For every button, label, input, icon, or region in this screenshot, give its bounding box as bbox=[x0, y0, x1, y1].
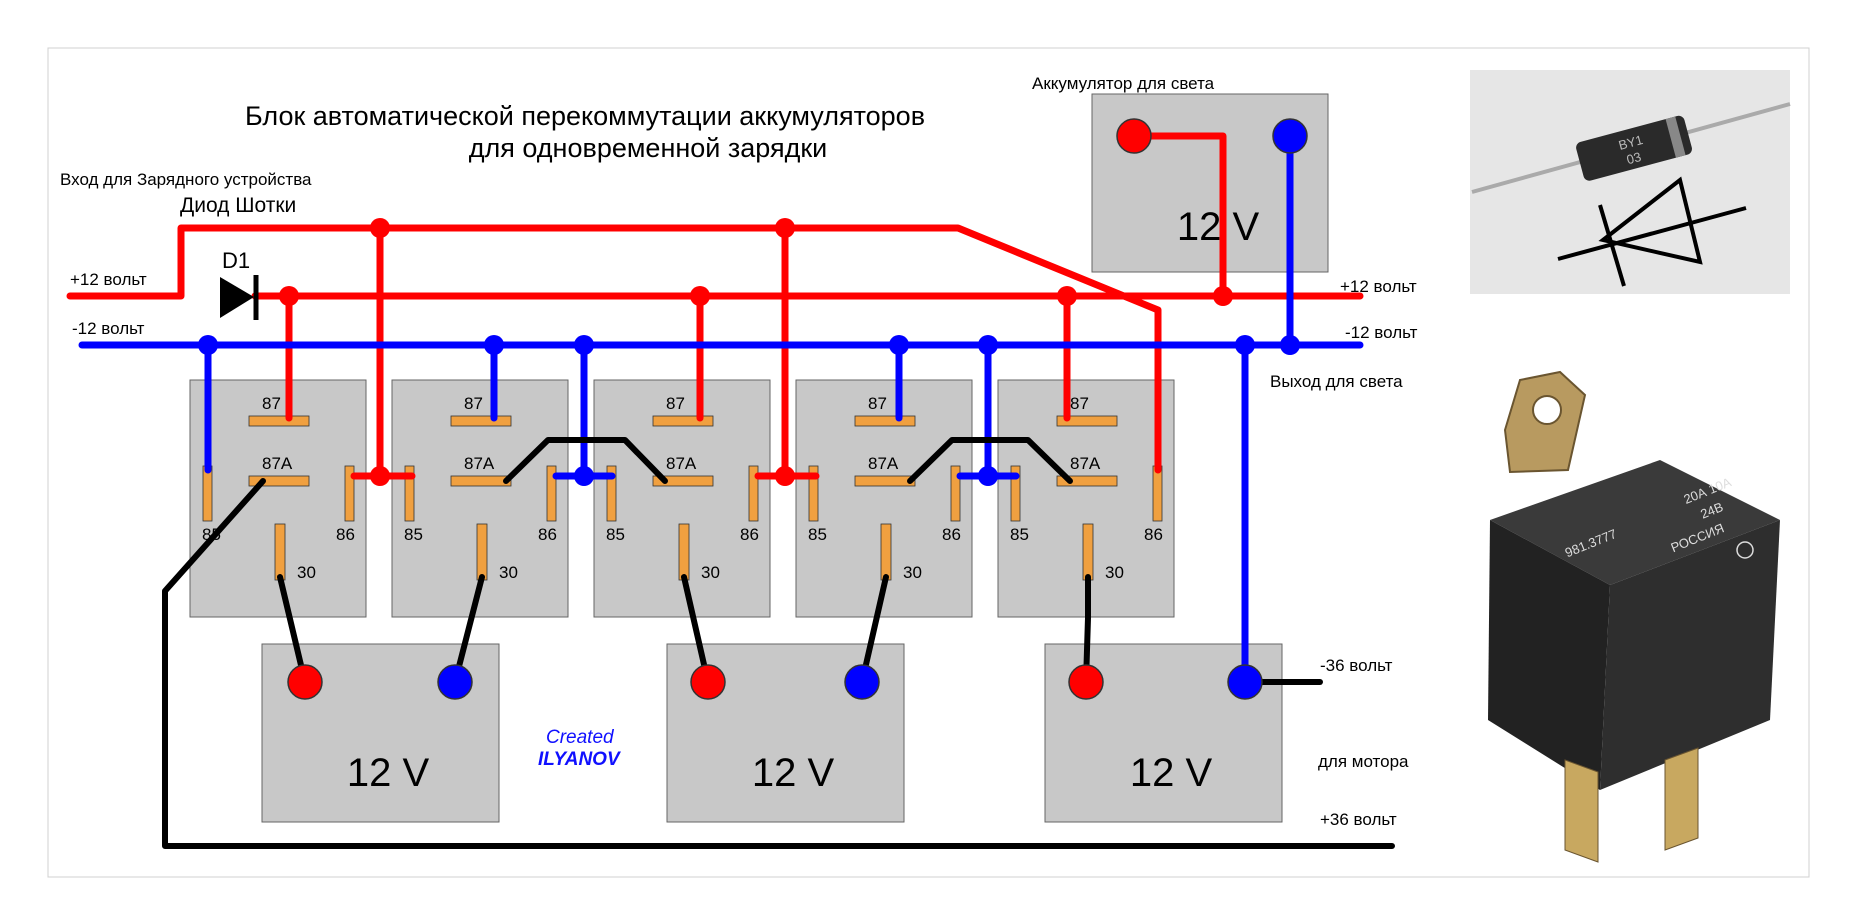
relay5-pin-87: 87 bbox=[1070, 394, 1089, 413]
plus12-left-label: +12 вольт bbox=[70, 270, 147, 289]
link-wires bbox=[162, 437, 1395, 849]
relay5-pin-30: 30 bbox=[1105, 563, 1124, 582]
credit-created: Created bbox=[546, 727, 615, 748]
relay1-pin-87: 87 bbox=[262, 394, 281, 413]
relay5-pin-86: 86 bbox=[1144, 525, 1163, 544]
plus-junctions bbox=[279, 218, 1233, 486]
plus36-label: +36 вольт bbox=[1320, 810, 1397, 829]
minus36-label: -36 вольт bbox=[1320, 656, 1393, 675]
diode-d1 bbox=[220, 275, 259, 320]
diagram-title-line2: для одновременной зарядки bbox=[469, 133, 828, 163]
diode-label: D1 bbox=[222, 248, 250, 273]
minus-junctions bbox=[198, 335, 1300, 486]
diode-photo: BY1 03 bbox=[1470, 70, 1791, 294]
diode-photo-symbol bbox=[1557, 176, 1747, 287]
relay1-pin-30: 30 bbox=[297, 563, 316, 582]
minus12-right-label: -12 вольт bbox=[1345, 323, 1418, 342]
schottky-label: Диод Шотки bbox=[180, 194, 296, 217]
for-motor-label: для мотора bbox=[1318, 752, 1409, 771]
relay2-pin-87a: 87A bbox=[464, 454, 495, 473]
light-output-label: Выход для света bbox=[1270, 372, 1403, 391]
motor-battery-1-voltage: 12 V bbox=[347, 751, 430, 795]
motor-battery-3-voltage: 12 V bbox=[1130, 751, 1213, 795]
plus12-right-label: +12 вольт bbox=[1340, 277, 1417, 296]
light-battery-label: Аккумулятор для света bbox=[1032, 74, 1215, 93]
relay5-pin-85: 85 bbox=[1010, 525, 1029, 544]
minus12-left-label: -12 вольт bbox=[72, 319, 145, 338]
relay3-pin-30: 30 bbox=[701, 563, 720, 582]
relay3-pin-87a: 87A bbox=[666, 454, 697, 473]
relay2-pin-86: 86 bbox=[538, 525, 557, 544]
relay-contacts bbox=[202, 415, 1163, 581]
charger-input-label: Вход для Зарядного устройства bbox=[60, 170, 312, 189]
relay4-pin-87: 87 bbox=[868, 394, 887, 413]
relay4-pin-85: 85 bbox=[808, 525, 827, 544]
light-battery-voltage: 12 V bbox=[1177, 205, 1260, 249]
relay-photo: 981.3777 РОССИЯ 20А 10А 24В bbox=[1488, 370, 1780, 863]
relay3-pin-86: 86 bbox=[740, 525, 759, 544]
relay3-pin-87: 87 bbox=[666, 394, 685, 413]
diagram-title-line1: Блок автоматической перекоммутации аккум… bbox=[245, 101, 925, 131]
relay4-pin-30: 30 bbox=[903, 563, 922, 582]
relay3-pin-85: 85 bbox=[606, 525, 625, 544]
relay2-pin-30: 30 bbox=[499, 563, 518, 582]
motor-battery-2-voltage: 12 V bbox=[752, 751, 835, 795]
plus-wires bbox=[66, 132, 1364, 480]
relay2-pin-87: 87 bbox=[464, 394, 483, 413]
credit-author: ILYANOV bbox=[538, 749, 621, 770]
battery-terminals bbox=[287, 118, 1308, 700]
relay1-pin-86: 86 bbox=[336, 525, 355, 544]
relay4-pin-86: 86 bbox=[942, 525, 961, 544]
relay1-pin-87a: 87A bbox=[262, 454, 293, 473]
diode-photo-marking1: BY1 bbox=[1617, 132, 1645, 153]
relay5-pin-87a: 87A bbox=[1070, 454, 1101, 473]
minus-wires bbox=[78, 132, 1364, 686]
relay4-pin-87a: 87A bbox=[868, 454, 899, 473]
relay2-pin-85: 85 bbox=[404, 525, 423, 544]
diode-photo-marking2: 03 bbox=[1625, 149, 1643, 167]
